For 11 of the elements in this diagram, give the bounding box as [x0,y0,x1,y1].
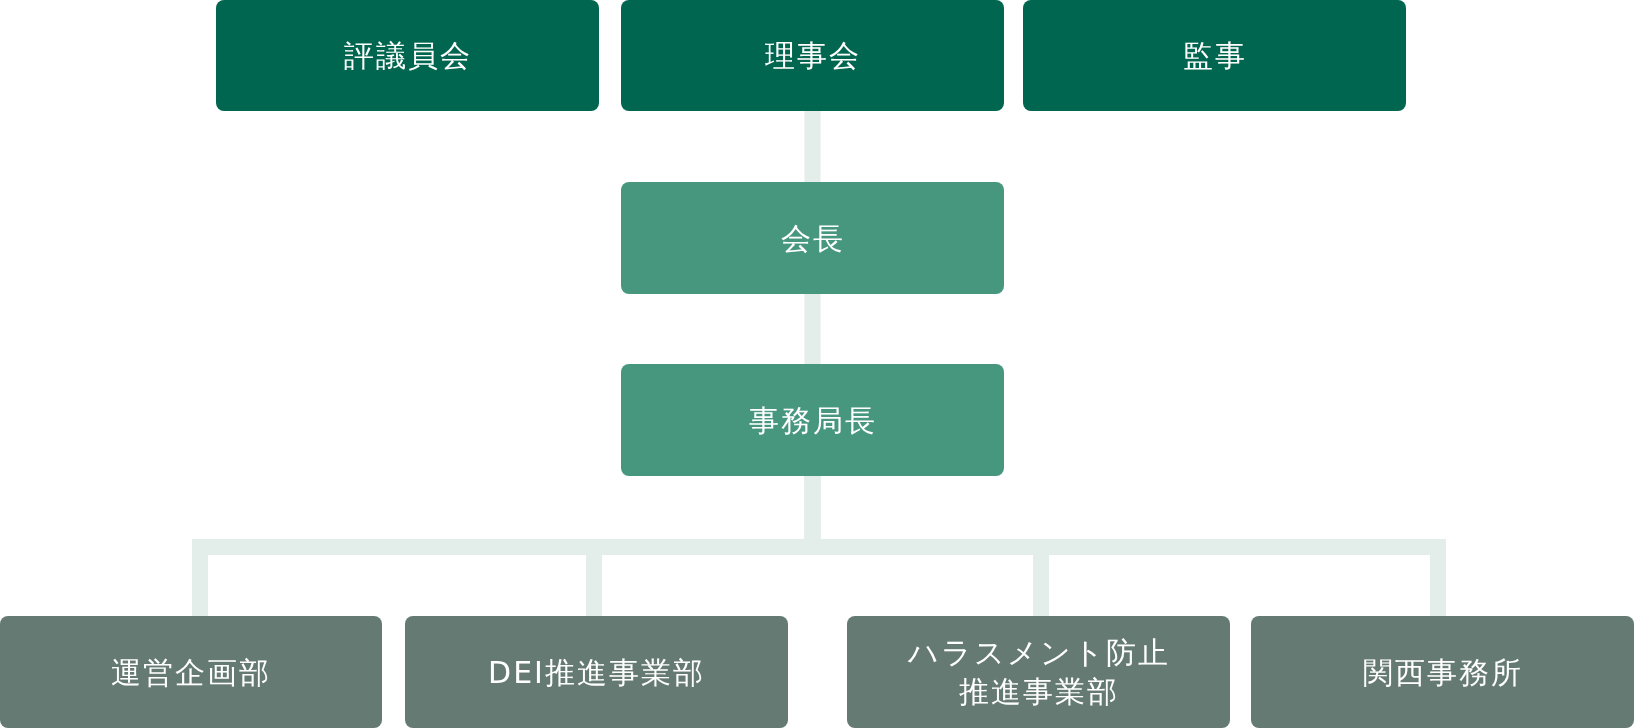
org-box: 評議員会 [216,0,599,111]
org-box: 監事 [1023,0,1406,111]
org-box: 事務局長 [621,364,1004,476]
org-box: 関西事務所 [1251,616,1634,728]
connector-line [804,294,821,364]
org-box: DEI推進事業部 [405,616,788,728]
connector-line [804,111,821,182]
org-box: ハラスメント防止推進事業部 [847,616,1230,728]
org-box: 会長 [621,182,1004,294]
org-box: 運営企画部 [0,616,382,728]
org-box: 理事会 [621,0,1004,111]
